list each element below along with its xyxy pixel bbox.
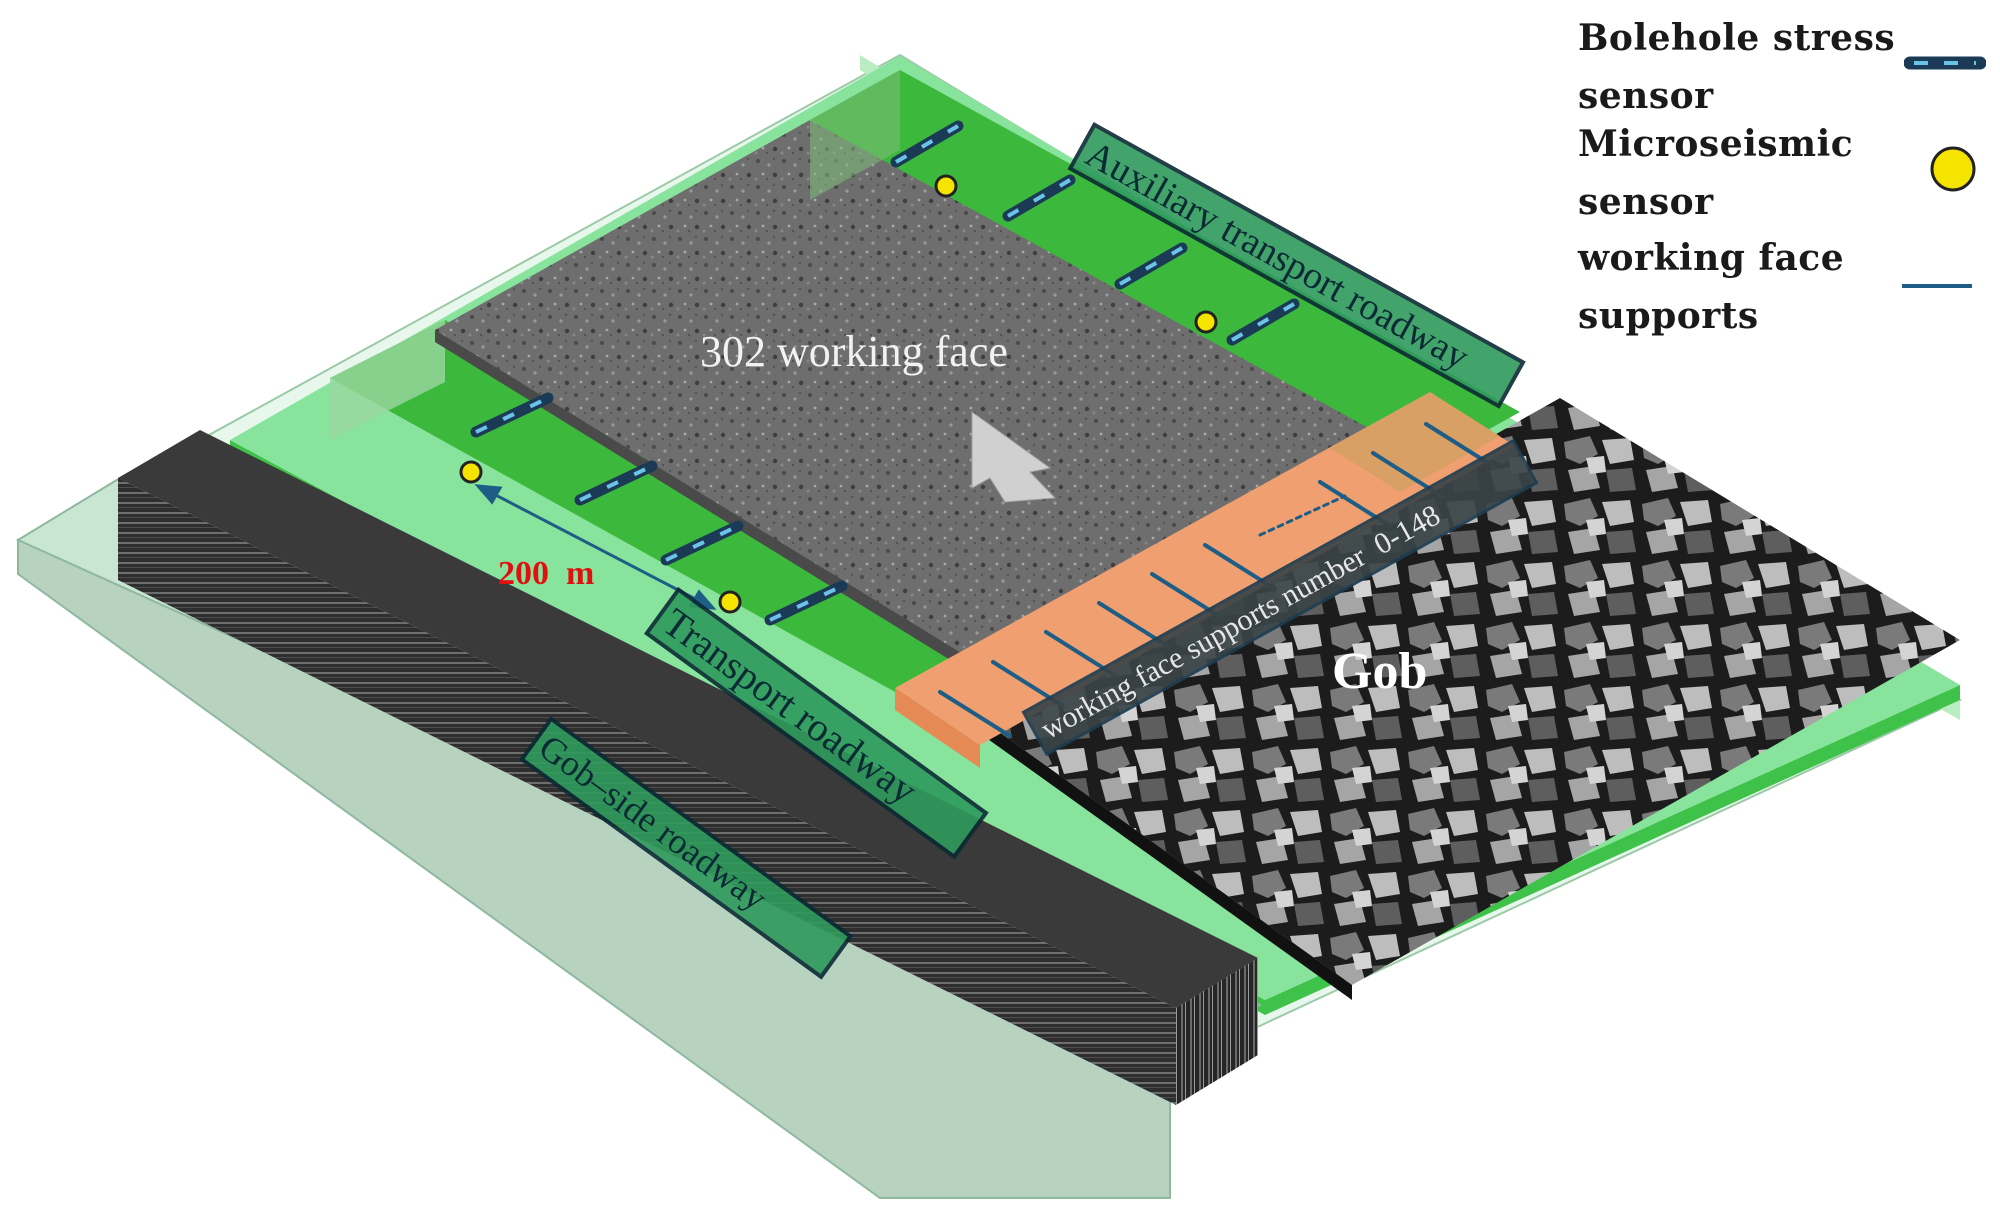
gob-front — [985, 722, 1352, 1000]
legend-supports-line1: working face — [1578, 237, 1845, 279]
working-face-support-icon — [1902, 284, 1972, 288]
transport-roadway-fade — [330, 320, 445, 440]
legend-microseismic-line2: sensor — [1578, 181, 1714, 223]
microseismic-sensors — [459, 174, 1218, 614]
gob-label: Gob — [1332, 643, 1427, 700]
supports-strip-highlight — [1330, 392, 1500, 492]
gob-side-block-end — [1176, 958, 1258, 1105]
borehole-stress-sensors — [470, 120, 1300, 626]
working-face-label: 302 working face — [700, 327, 1008, 376]
distance-arrow — [474, 484, 717, 610]
gob-top — [985, 398, 1960, 985]
gob-side-block-top — [118, 430, 1258, 1008]
microseismic-sensor — [934, 174, 958, 198]
auxiliary-roadway-fade — [810, 70, 900, 200]
microseismic-sensor-icon — [1930, 146, 1976, 192]
transport-roadway-strip — [330, 320, 1075, 728]
legend: Bolehole stress sensor Microseismic sens… — [1578, 12, 1988, 352]
borehole-stress-sensor-icon — [1904, 56, 1986, 70]
microseismic-sensor — [459, 460, 483, 484]
legend-microseismic-line1: Microseismic — [1578, 123, 1854, 165]
advance-direction-arrow — [971, 411, 1057, 503]
distance-label: 200 m — [498, 555, 594, 592]
legend-borehole-line1: Bolehole stress — [1578, 17, 1896, 59]
legend-borehole-line2: sensor — [1578, 75, 1714, 117]
microseismic-sensor — [1194, 310, 1218, 334]
supports-strip-top — [895, 392, 1515, 745]
supports-strip-front — [895, 688, 980, 768]
working-face-side — [435, 330, 1015, 700]
microseismic-sensor — [718, 590, 742, 614]
legend-supports-line2: supports — [1578, 295, 1759, 337]
auxiliary-roadway-strip — [810, 70, 1520, 462]
